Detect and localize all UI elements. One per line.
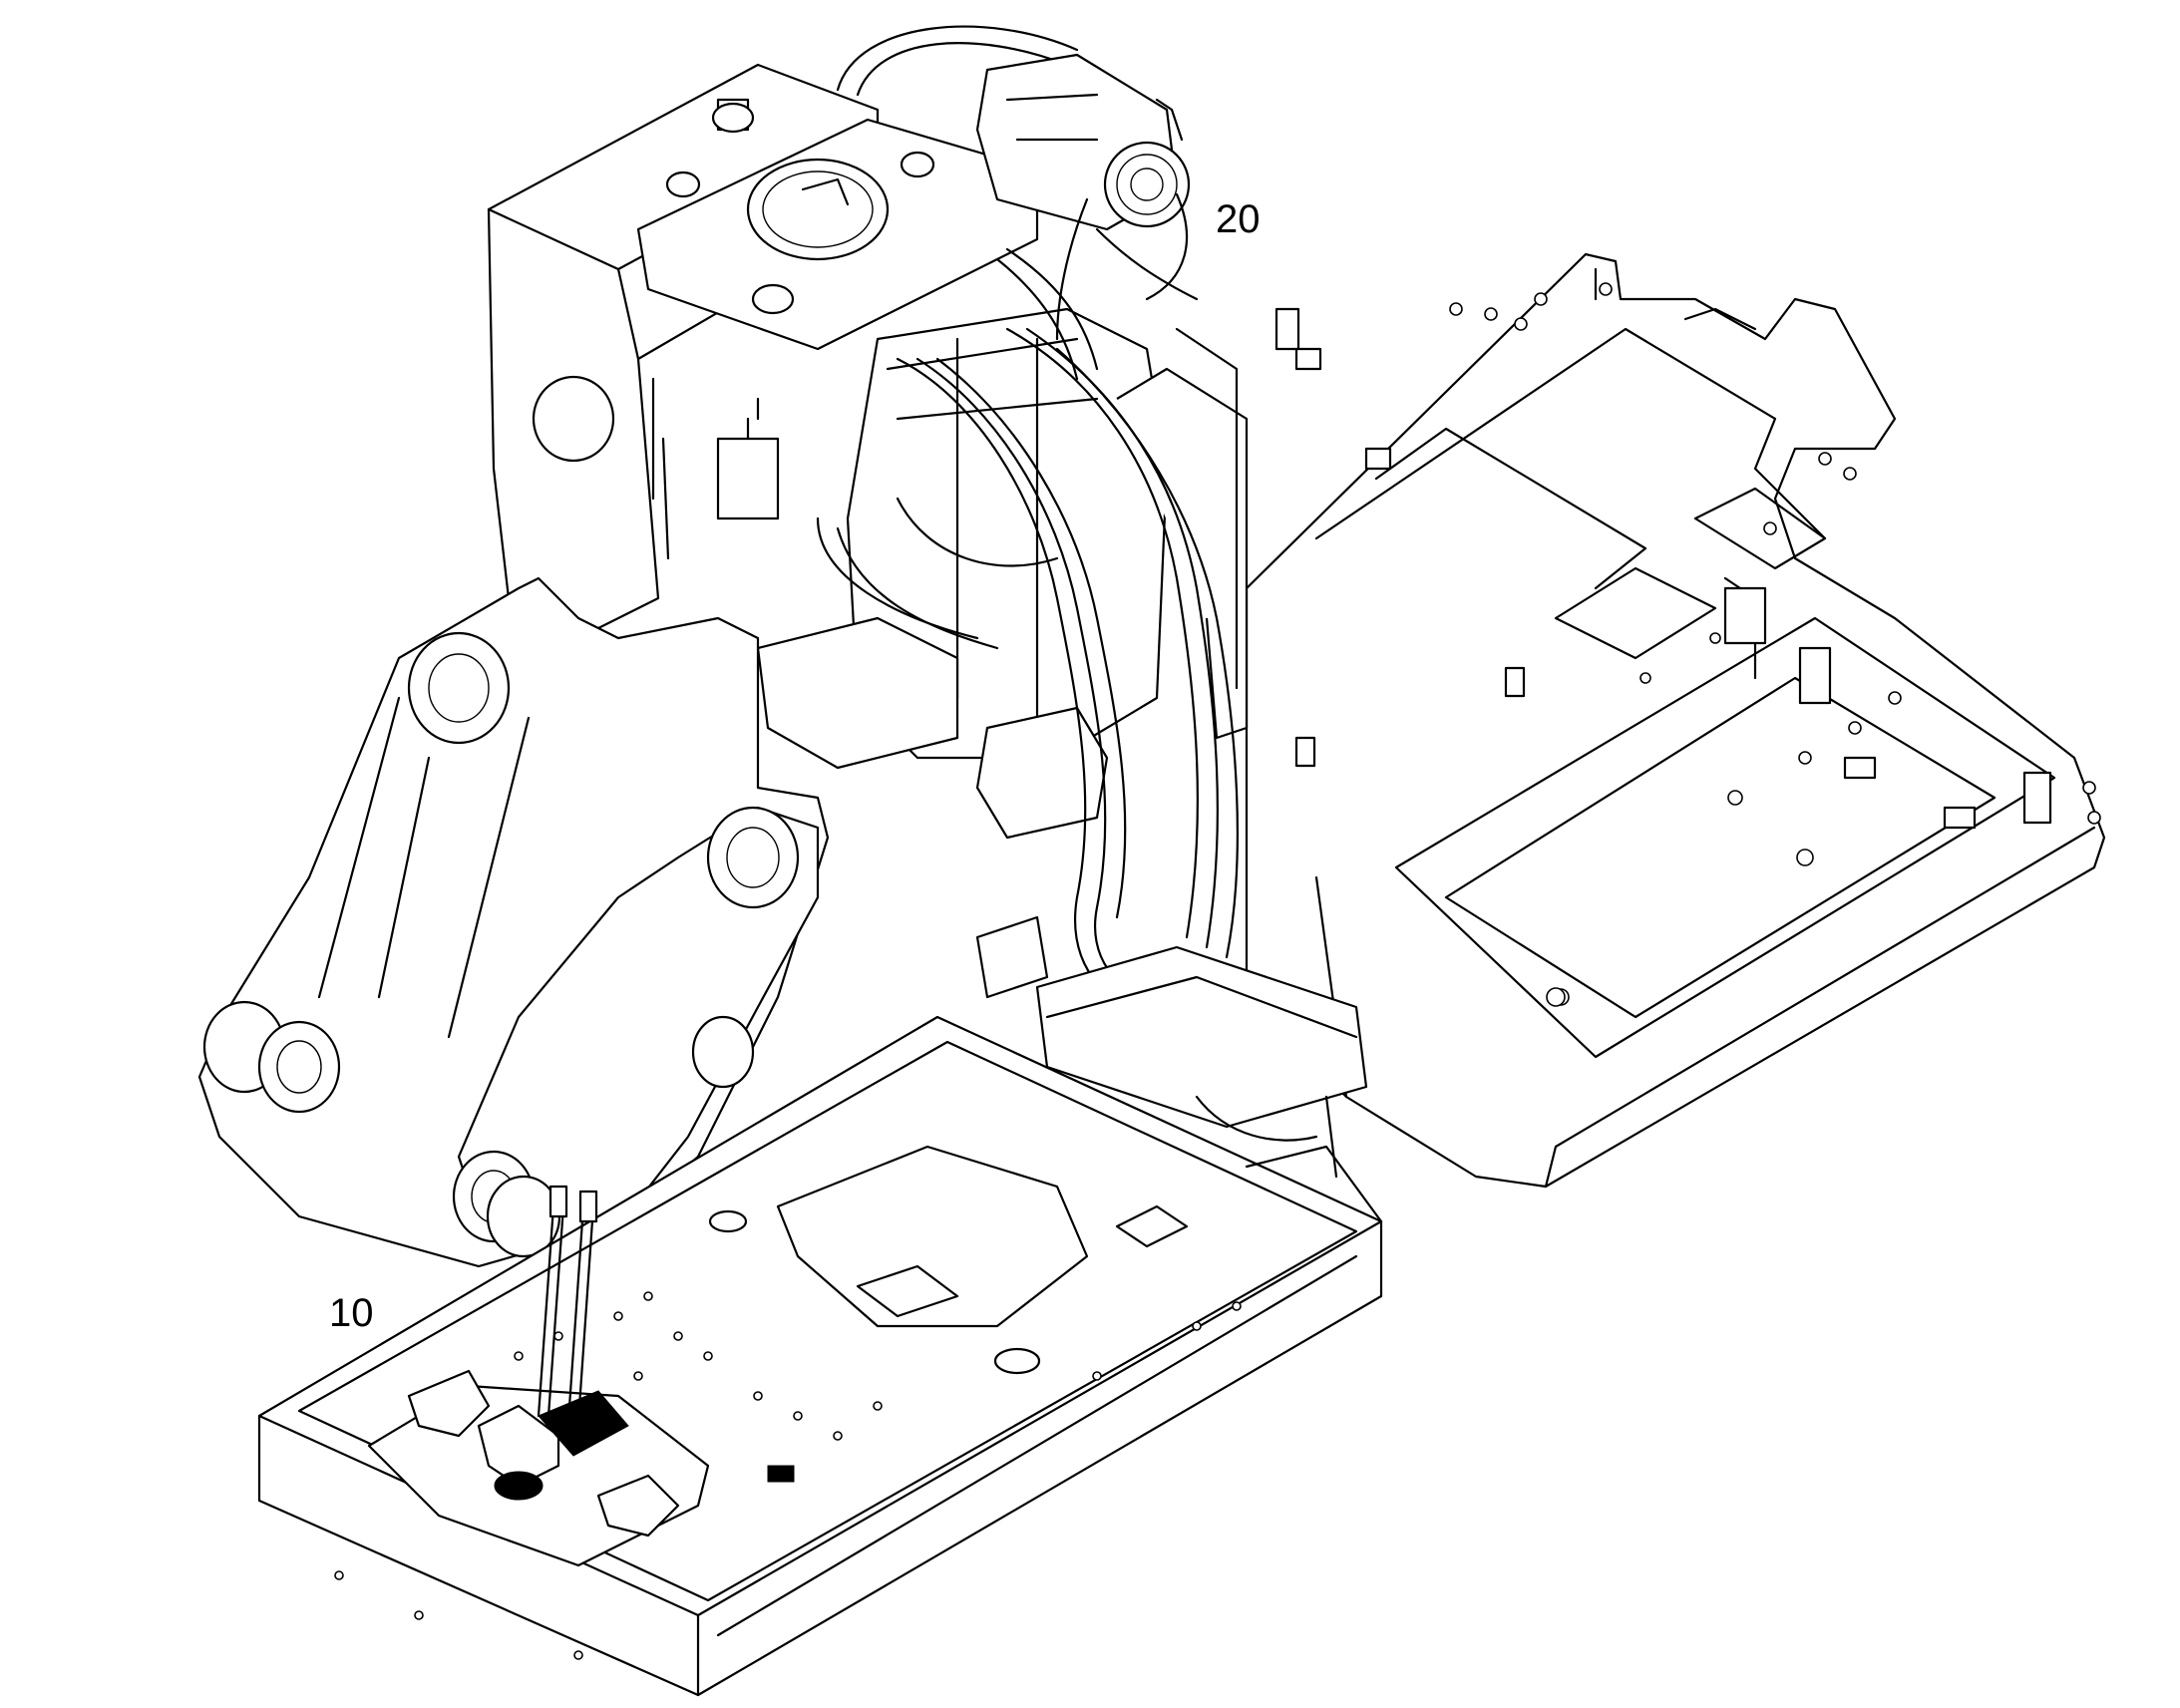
pump-assembly xyxy=(836,25,1199,301)
callout-item-20: 20 xyxy=(1216,197,1261,241)
control-valve-cluster xyxy=(716,307,1249,840)
chassis-frame xyxy=(1245,252,2106,1189)
tank-top-cover xyxy=(636,118,1039,351)
lower-valve-block xyxy=(975,915,1368,1198)
floor-plate-holes xyxy=(334,1291,1242,1660)
callout-item-10: 10 xyxy=(329,1291,374,1335)
boom-arm xyxy=(452,806,820,1258)
hydraulic-hoses xyxy=(816,197,1239,1009)
pedal-assembly xyxy=(367,1185,795,1567)
fittings xyxy=(1294,347,1977,1007)
